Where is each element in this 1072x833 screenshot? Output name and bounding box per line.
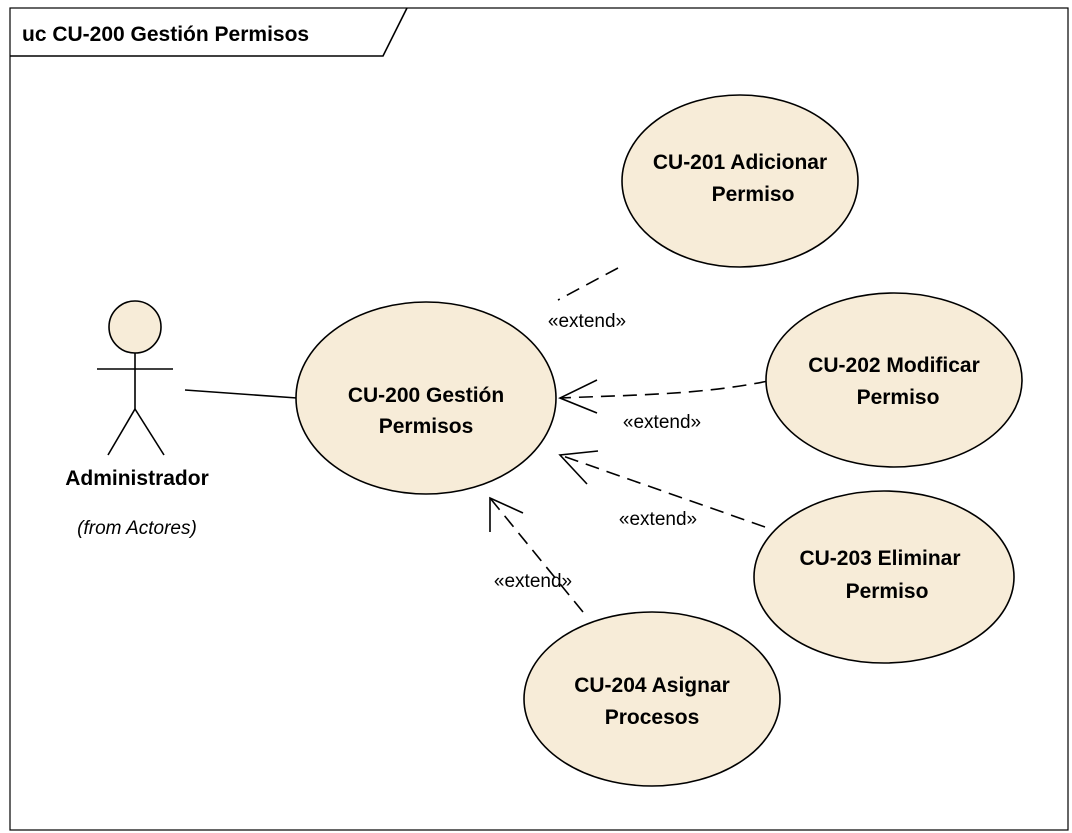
use-case-cu-200[interactable]: CU-200 Gestión Permisos <box>295 301 557 495</box>
extend-line-uc203 <box>559 454 766 528</box>
use-case-cu-200-line2: Permisos <box>379 415 474 438</box>
use-case-cu-204[interactable]: CU-204 Asignar Procesos <box>523 611 781 787</box>
extend-relation-uc204: «extend» <box>489 496 584 613</box>
use-case-cu-202[interactable]: CU-202 Modificar Permiso <box>765 292 1023 468</box>
use-case-cu-201-line2: Permiso <box>712 183 795 206</box>
use-case-cu-201[interactable]: CU-201 Adicionar Permiso <box>621 94 859 268</box>
extend-relation-uc203: «extend» <box>558 450 766 530</box>
frame-title: uc CU-200 Gestión Permisos <box>22 23 309 46</box>
actor-right-leg <box>134 408 165 456</box>
extend-relation-uc202: «extend» <box>558 379 769 433</box>
use-case-cu-203-shape <box>753 490 1015 664</box>
use-case-cu-203-line1: CU-203 Eliminar <box>799 547 960 570</box>
extend-line-uc204 <box>489 497 584 613</box>
use-case-cu-203-line2: Permiso <box>846 580 929 603</box>
actor-administrador[interactable]: Administrador (from Actores) <box>65 300 209 539</box>
extend-label-uc202: «extend» <box>623 412 701 433</box>
use-case-cu-201-shape <box>621 94 859 268</box>
extend-label-uc204: «extend» <box>494 571 572 592</box>
use-case-cu-204-line2: Procesos <box>605 706 700 729</box>
extend-relation-uc201: «extend» <box>548 267 626 332</box>
extend-arrowhead-uc203 <box>558 450 599 485</box>
use-case-cu-204-shape <box>523 611 781 787</box>
extend-arrowhead-uc204 <box>489 496 524 532</box>
actor-head <box>108 300 162 354</box>
actor-left-leg <box>107 408 136 456</box>
frame-title-tab <box>10 7 408 57</box>
extend-label-uc201: «extend» <box>548 311 626 332</box>
use-case-cu-202-line1: CU-202 Modificar <box>808 354 980 377</box>
association-line <box>184 389 298 399</box>
use-case-cu-201-line1: CU-201 Adicionar <box>653 151 827 174</box>
use-case-cu-202-line2: Permiso <box>857 386 940 409</box>
extend-arrowhead-uc202 <box>558 379 598 414</box>
use-case-cu-200-shape <box>295 301 557 495</box>
extend-label-uc203: «extend» <box>619 509 697 530</box>
actor-name: Administrador <box>65 467 209 490</box>
use-case-cu-202-shape <box>765 292 1023 468</box>
use-case-cu-204-line1: CU-204 Asignar <box>574 674 730 697</box>
extend-line-uc201 <box>557 267 619 301</box>
use-case-cu-203[interactable]: CU-203 Eliminar Permiso <box>753 490 1015 664</box>
extend-line-uc202 <box>559 380 769 399</box>
use-case-cu-200-line1: CU-200 Gestión <box>348 384 504 407</box>
actor-origin: (from Actores) <box>77 518 197 539</box>
